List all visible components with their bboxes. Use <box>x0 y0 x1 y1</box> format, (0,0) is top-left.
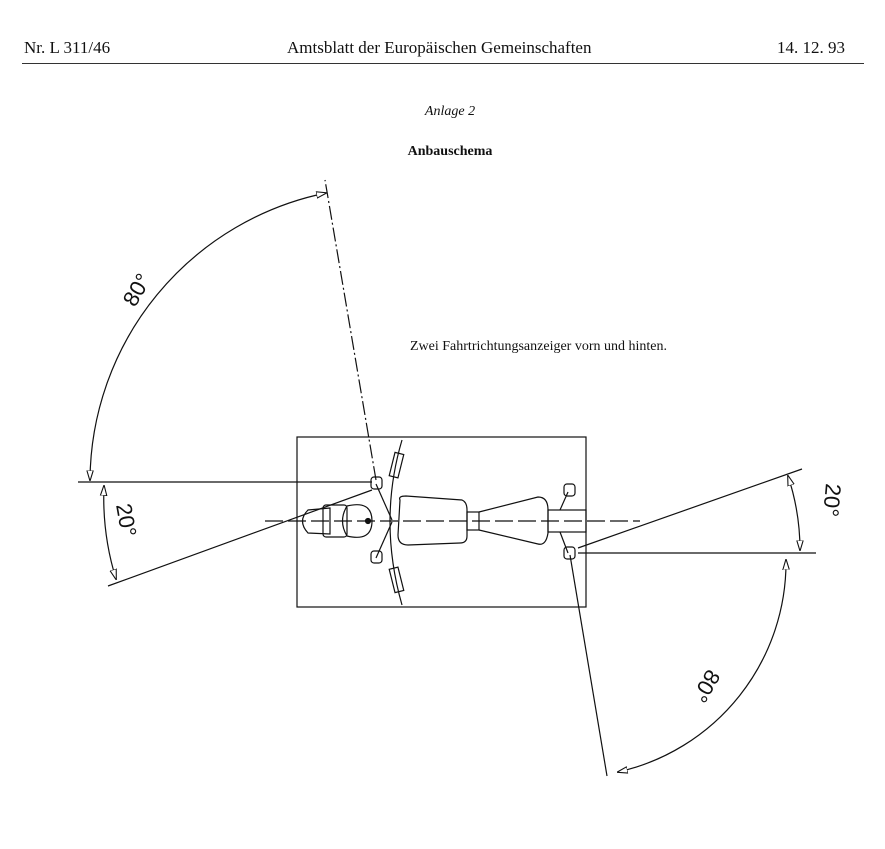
rear-80deg-arc <box>618 560 786 772</box>
angle-label-front-20: 20° <box>111 502 141 539</box>
publication-date: 14. 12. 93 <box>777 38 845 57</box>
vehicle-outline-box <box>296 436 587 608</box>
motorcycle-top-view <box>301 439 587 606</box>
angle-label-rear-20: 20° <box>818 483 846 518</box>
rear-20deg-arc <box>788 476 800 550</box>
front-20deg-line <box>107 489 373 587</box>
front-20deg-arc <box>104 486 116 579</box>
section-title: Anbauschema <box>407 144 493 159</box>
header-rule <box>22 63 864 64</box>
angle-label-rear-80: 80° <box>687 666 725 707</box>
journal-number: Nr. L 311/46 <box>24 38 111 57</box>
front-80deg-arc <box>90 193 326 480</box>
annex-label: Anlage 2 <box>424 104 476 119</box>
diagram-caption: Zwei Fahrtrichtungsanzeiger vorn und hin… <box>410 339 667 354</box>
journal-title: Amtsblatt der Europäischen Gemeinschafte… <box>287 38 592 57</box>
rear-20deg-line <box>577 468 803 549</box>
front-80deg-line <box>324 179 377 481</box>
rear-80deg-line <box>569 554 608 777</box>
